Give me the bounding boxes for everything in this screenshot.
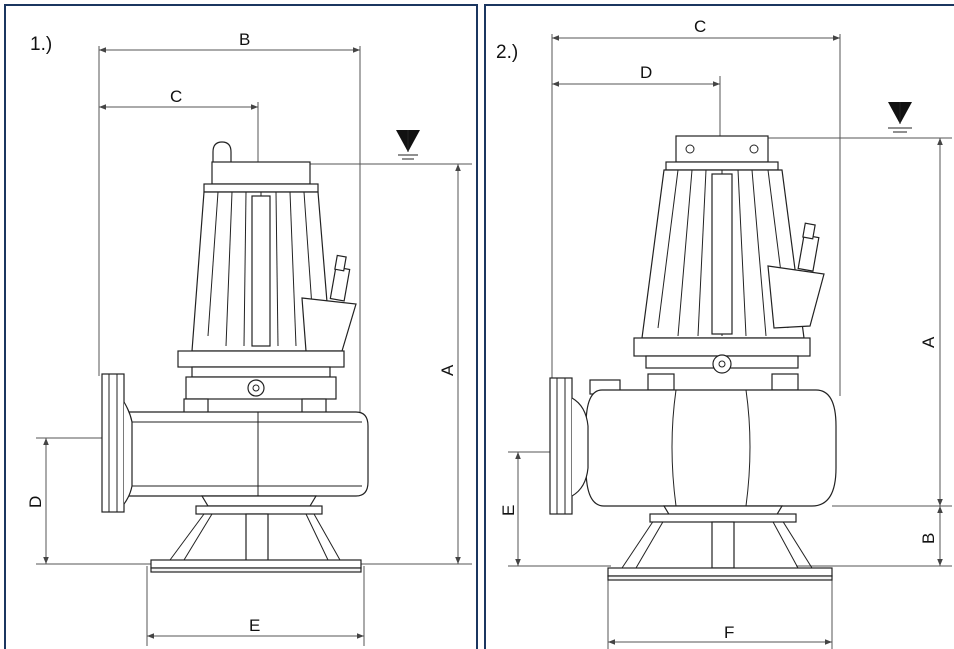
dim-label-a: A: [919, 336, 938, 348]
submersible-pump-1: [101, 141, 369, 573]
dim-label-e: E: [499, 505, 518, 516]
dim-label-d: D: [26, 496, 45, 508]
pump-drawing-1: B C A D E: [26, 30, 472, 646]
dim-label-c: C: [170, 87, 182, 106]
panel-number: 1.): [30, 34, 53, 55]
dim-label-c: C: [694, 17, 706, 36]
dim-label-b: B: [239, 30, 250, 49]
water-level-icon: [888, 102, 912, 133]
submersible-pump-2: [549, 135, 837, 581]
dim-label-a: A: [438, 364, 457, 376]
dim-label-b: B: [919, 533, 938, 544]
diagram-panel-1: 1.) B C A D E: [4, 4, 478, 649]
dim-label-f: F: [724, 623, 734, 642]
pump-drawing-2: C D A B E F: [499, 17, 952, 649]
dim-label-d: D: [640, 63, 652, 82]
dim-label-e: E: [249, 616, 260, 635]
diagram-panel-2: 2.) C D A B E F: [484, 4, 954, 649]
panel-number: 2.): [496, 42, 519, 63]
water-level-icon: [396, 130, 420, 160]
